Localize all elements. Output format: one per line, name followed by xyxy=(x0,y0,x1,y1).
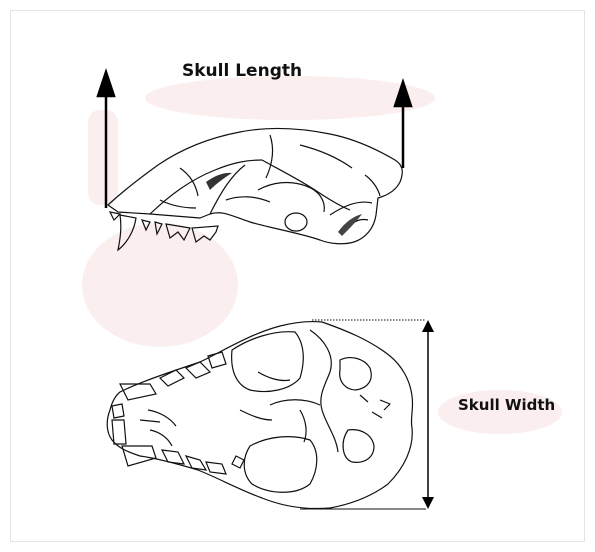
double-headed-arrow-icon xyxy=(422,497,434,509)
side-shading-mark xyxy=(206,173,232,190)
skull-top-view xyxy=(107,321,412,508)
skull-width-label: Skull Width xyxy=(458,396,555,414)
side-shading-mark-2 xyxy=(338,214,362,236)
skull-length-label: Skull Length xyxy=(182,61,302,81)
top-view-teeth xyxy=(112,352,244,474)
background-shading xyxy=(82,76,562,434)
double-headed-arrow-icon xyxy=(422,320,434,332)
skull-width-arrow xyxy=(300,320,434,509)
arrow-up-icon xyxy=(98,72,114,96)
